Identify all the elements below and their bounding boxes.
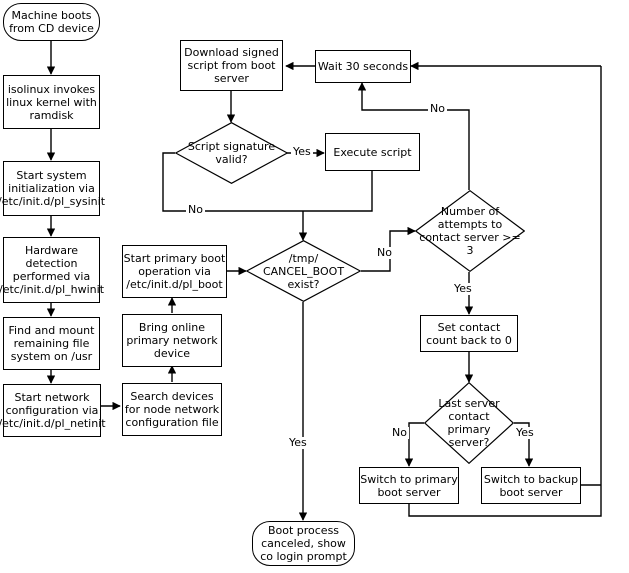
node-contact-attempts[interactable]: Number of attempts to contact server >= …	[415, 190, 525, 272]
node-pl-sysinit-label: Start system initialization via /etc/ini…	[0, 169, 106, 208]
node-switch-primary-label: Switch to primary boot server	[360, 472, 458, 499]
node-download-script[interactable]: Download signed script from boot server	[180, 40, 283, 91]
edge-label-signature-no: No	[186, 203, 205, 216]
node-reset-contact-count-label: Set contact count back to 0	[426, 320, 512, 347]
node-reset-contact-count[interactable]: Set contact count back to 0	[420, 315, 518, 352]
node-pl-sysinit[interactable]: Start system initialization via /etc/ini…	[0, 161, 105, 216]
edge-execute-to-junction	[303, 171, 373, 212]
node-pl-boot-label: Start primary boot operation via /etc/in…	[123, 252, 226, 291]
node-pl-boot[interactable]: Start primary boot operation via /etc/in…	[122, 245, 227, 298]
node-pl-netinit-label: Start network configuration via /etc/ini…	[0, 391, 106, 430]
edge-sigvalid-no-path	[162, 152, 303, 212]
edge-label-last-no: No	[390, 426, 409, 439]
node-isolinux-label: isolinux invokes linux kernel with ramdi…	[6, 82, 97, 122]
node-cancel-boot-exists-label: /tmp/ CANCEL_BOOT exist?	[262, 251, 345, 291]
edge-attempts-no-to-wait	[357, 82, 470, 190]
node-boot-canceled-label: Boot process canceled, show co login pro…	[260, 524, 347, 563]
node-execute-script-label: Execute script	[333, 145, 412, 159]
node-search-devices-label: Search devices for node network configur…	[124, 390, 220, 429]
node-wait-30-seconds[interactable]: Wait 30 seconds	[315, 50, 411, 83]
node-switch-primary[interactable]: Switch to primary boot server	[359, 467, 459, 504]
edge-label-attempts-no: No	[428, 102, 447, 115]
node-download-script-label: Download signed script from boot server	[184, 46, 279, 85]
node-machine-boots-label: Machine boots from CD device	[9, 9, 94, 35]
edge-label-signature-yes: Yes	[291, 145, 313, 158]
edge-lastserver-yes-to-switchbackup	[514, 422, 534, 467]
node-pl-hwinit-label: Hardware detection performed via /etc/in…	[0, 244, 105, 296]
diamond-shape	[415, 190, 525, 272]
node-isolinux[interactable]: isolinux invokes linux kernel with ramdi…	[3, 75, 100, 129]
diamond-shape	[175, 122, 288, 184]
node-execute-script[interactable]: Execute script	[325, 133, 420, 171]
edge-label-attempts-yes: Yes	[452, 282, 474, 295]
node-cancel-boot-exists[interactable]: /tmp/ CANCEL_BOOT exist?	[246, 240, 361, 302]
edge-lastserver-no-to-switchprimary	[404, 422, 424, 467]
edge-label-last-yes: Yes	[514, 426, 536, 439]
node-switch-backup[interactable]: Switch to backup boot server	[481, 467, 581, 504]
node-last-server-primary-label: Last server contact primary server?	[438, 397, 500, 449]
edge-label-cancel-yes: Yes	[287, 436, 309, 449]
diamond-shape	[424, 382, 514, 464]
node-wait-30-seconds-label: Wait 30 seconds	[317, 60, 409, 73]
node-bring-online-label: Bring online primary network device	[126, 321, 218, 360]
node-switch-backup-label: Switch to backup boot server	[483, 472, 579, 499]
diamond-shape	[246, 240, 361, 302]
node-last-server-primary[interactable]: Last server contact primary server?	[424, 382, 514, 464]
node-script-signature-valid-label: Script signature valid?	[187, 140, 276, 166]
node-script-signature-valid[interactable]: Script signature valid?	[175, 122, 288, 184]
node-bring-online[interactable]: Bring online primary network device	[122, 314, 222, 367]
node-search-devices[interactable]: Search devices for node network configur…	[122, 383, 222, 436]
node-mount-usr-label: Find and mount remaining file system on …	[8, 324, 95, 363]
node-pl-hwinit[interactable]: Hardware detection performed via /etc/in…	[0, 237, 104, 303]
node-machine-boots[interactable]: Machine boots from CD device	[3, 3, 100, 41]
node-mount-usr[interactable]: Find and mount remaining file system on …	[3, 317, 100, 370]
node-boot-canceled[interactable]: Boot process canceled, show co login pro…	[252, 521, 355, 566]
node-pl-netinit[interactable]: Start network configuration via /etc/ini…	[0, 384, 106, 437]
edge-switchprimary-return-bus	[408, 66, 602, 517]
node-contact-attempts-label: Number of attempts to contact server >= …	[419, 205, 521, 257]
edge-label-cancel-no: No	[375, 246, 394, 259]
